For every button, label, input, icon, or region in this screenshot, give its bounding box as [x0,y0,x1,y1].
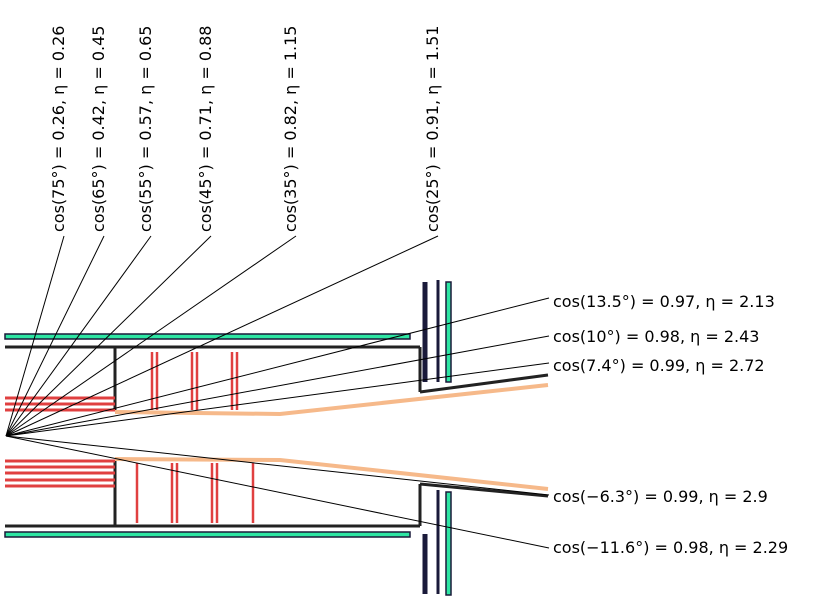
label-cos-10: cos(10°) = 0.98, η = 2.43 [553,327,759,346]
beam-pipe [114,383,549,491]
label-cos-25: cos(25°) = 0.91, η = 1.51 [423,26,442,232]
label-cos-75: cos(75°) = 0.26, η = 0.26 [49,26,68,232]
angle-ray-9 [5,435,550,496]
label-cos-45: cos(45°) = 0.71, η = 0.88 [196,26,215,232]
angle-ray-7 [5,335,550,437]
forward-labels: cos(13.5°) = 0.97, η = 2.13 cos(10°) = 0… [553,292,788,557]
angle-ray-2 [5,235,152,437]
label-cos-55: cos(55°) = 0.57, η = 0.65 [136,26,155,232]
inner-red-layers [5,396,115,488]
angle-rays [5,235,550,549]
label-cos-neg-6-3: cos(−6.3°) = 0.99, η = 2.9 [553,487,768,506]
angle-ray-5 [5,235,439,437]
vessel-wall [5,345,549,528]
angle-ray-0 [5,235,65,437]
endcap-plates [422,280,440,594]
label-cos-35: cos(35°) = 0.82, η = 1.15 [281,26,300,232]
label-cos-65: cos(65°) = 0.42, η = 0.45 [89,26,108,232]
label-cos-13-5: cos(13.5°) = 0.97, η = 2.13 [553,292,775,311]
outer-green-layer [4,281,452,596]
angle-ray-6 [5,297,550,437]
angle-ray-8 [5,362,550,437]
label-cos-neg-11-6: cos(−11.6°) = 0.98, η = 2.29 [553,538,788,557]
angle-ray-10 [5,435,550,549]
angle-ray-1 [5,235,105,437]
angle-ray-4 [5,235,297,437]
label-cos-7-4: cos(7.4°) = 0.99, η = 2.72 [553,356,765,375]
tracker-disks [135,352,255,523]
upper-labels: cos(75°) = 0.26, η = 0.26 cos(65°) = 0.4… [49,26,442,232]
angle-ray-3 [5,235,212,437]
